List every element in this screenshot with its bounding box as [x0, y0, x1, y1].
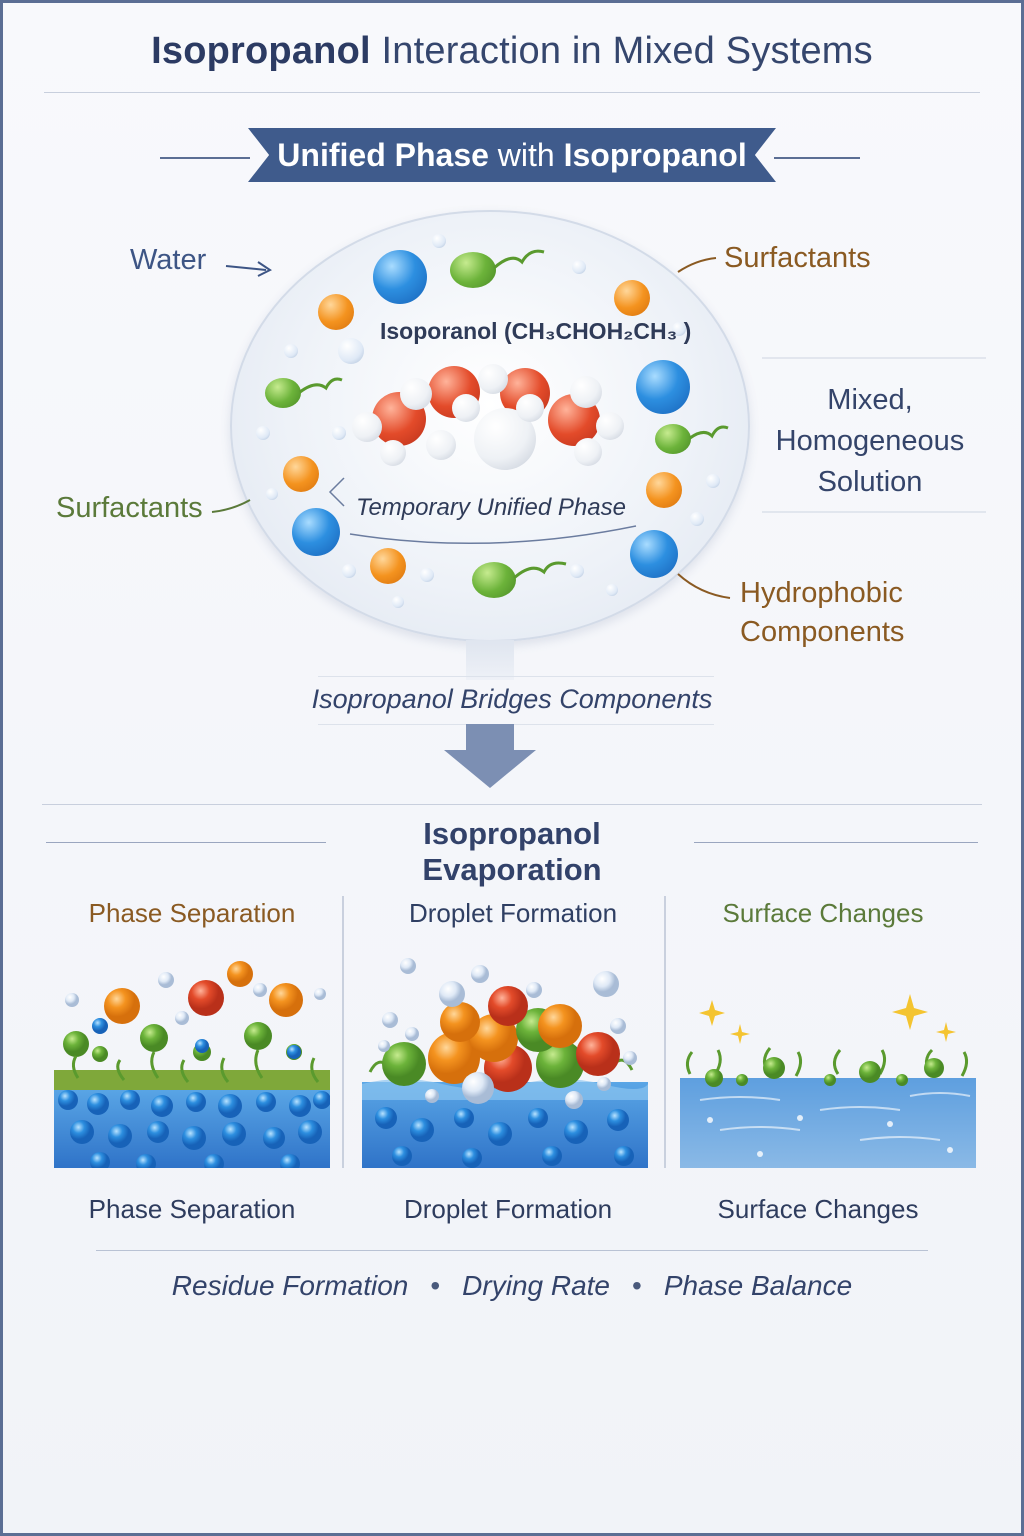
- surfactant-molecule: [265, 378, 301, 408]
- temporary-phase-label: Temporary Unified Phase: [356, 494, 626, 521]
- hydrogen-atom: [426, 430, 456, 460]
- hydrophobic-molecule: [283, 456, 319, 492]
- flow-stem: [466, 640, 514, 680]
- page-title: Isopropanol Interaction in Mixed Systems: [151, 30, 873, 72]
- bubble: [706, 474, 720, 488]
- bubble: [570, 564, 584, 578]
- water-molecule: [630, 530, 678, 578]
- surfactant-molecule: [450, 252, 496, 288]
- bubble: [338, 338, 364, 364]
- bubble: [690, 512, 704, 526]
- footer-divider: [96, 1250, 928, 1251]
- hydrogen-atom: [352, 412, 382, 442]
- phase-separation-illustration: [54, 961, 330, 1168]
- evaporation-title: Isopropanol Evaporation: [422, 816, 602, 887]
- bridges-rule-bottom: [318, 724, 714, 725]
- isopropanol-formula-label: Isoporanol (CH₃CHOH₂CH₃ ): [380, 318, 692, 344]
- bubble: [606, 584, 618, 596]
- bubble: [342, 564, 356, 578]
- surfactant-molecule: [472, 562, 516, 598]
- bubble: [284, 344, 298, 358]
- hydrophobic-molecule: [614, 280, 650, 316]
- surfactant-molecule: [655, 424, 691, 454]
- banner-line-right: [774, 157, 860, 159]
- column-separator: [342, 896, 344, 1168]
- hydrogen-atom: [400, 378, 432, 410]
- bubble: [332, 426, 346, 440]
- title-divider: [44, 92, 980, 93]
- surface-changes-heading: Surface Changes: [722, 898, 924, 928]
- phase-separation-heading: Phase Separation: [88, 898, 296, 928]
- footer-separator: •: [632, 1270, 642, 1301]
- hydrogen-atom: [570, 376, 602, 408]
- hydrogen-atom: [574, 438, 602, 466]
- footer-item-residue: Residue Formation: [171, 1270, 409, 1301]
- banner-line-left: [160, 157, 250, 159]
- bubble: [420, 568, 434, 582]
- mixed-solution-label: Mixed, Homogeneous Solution: [775, 384, 965, 498]
- hydrophobic-molecule: [370, 548, 406, 584]
- hydrogen-atom: [452, 394, 480, 422]
- footer-effects: Residue Formation • Drying Rate • Phase Bala…: [0, 1270, 1024, 1302]
- phase-separation-caption: Phase Separation: [88, 1194, 296, 1224]
- unified-phase-banner: Unified Phase with Isopropanol: [248, 128, 776, 182]
- section-divider: [42, 804, 982, 805]
- hydrophobic-label: Hydrophobic Components: [740, 577, 905, 648]
- water-label: Water: [130, 244, 207, 276]
- surface-changes-caption: Surface Changes: [717, 1194, 919, 1224]
- surfactant-tails: [211, 249, 986, 599]
- bridges-rule-top: [318, 676, 714, 677]
- water-molecule: [636, 360, 690, 414]
- droplet-formation-caption: Droplet Formation: [403, 1194, 613, 1224]
- hydrogen-atom: [516, 394, 544, 422]
- water-molecule: [292, 508, 340, 556]
- evap-line-left: [46, 842, 326, 843]
- surfactants-label-left: Surfactants: [56, 492, 203, 524]
- hydrogen-atom: [380, 440, 406, 466]
- bubble: [392, 596, 404, 608]
- surface-changes-illustration: [680, 994, 976, 1168]
- bubble: [672, 322, 686, 336]
- bridges-label: Isopropanol Bridges Components: [311, 684, 713, 714]
- hydrophobic-molecule: [318, 294, 354, 330]
- column-separator: [664, 896, 666, 1168]
- droplet-formation-illustration: [362, 958, 648, 1168]
- hydrogen-atom: [478, 364, 508, 394]
- bubble: [572, 260, 586, 274]
- footer-item-drying: Drying Rate: [462, 1270, 611, 1301]
- bubble: [432, 234, 446, 248]
- hydrogen-atom: [596, 412, 624, 440]
- evap-line-right: [694, 842, 978, 843]
- surfactants-label-right: Surfactants: [724, 242, 871, 274]
- footer-item-balance: Phase Balance: [663, 1270, 853, 1301]
- hydrophobic-molecule: [646, 472, 682, 508]
- water-molecule: [373, 250, 427, 304]
- bubble: [256, 426, 270, 440]
- down-arrow-icon: [444, 724, 536, 788]
- footer-separator: •: [430, 1270, 441, 1301]
- droplet-formation-heading: Droplet Formation: [408, 898, 618, 928]
- bubble: [266, 488, 278, 500]
